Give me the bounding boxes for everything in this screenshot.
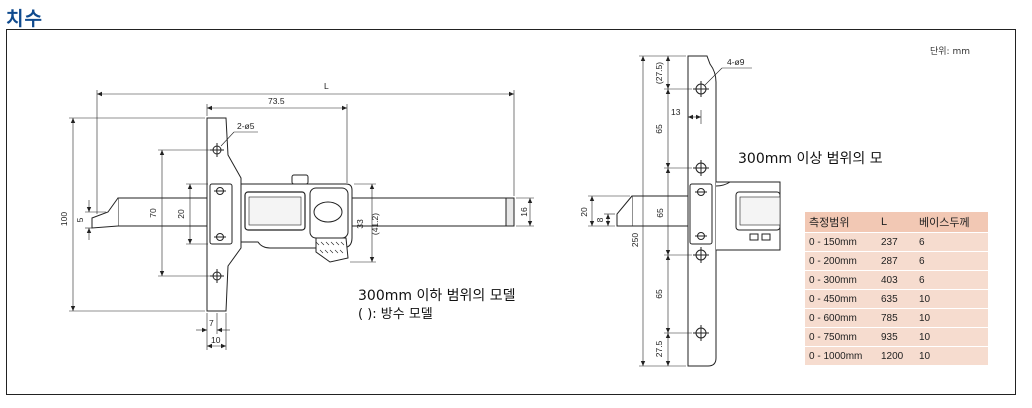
cell-thickness: 6	[915, 251, 988, 271]
right-dimensions	[588, 55, 752, 367]
cell-L: 635	[877, 289, 915, 309]
cell-L: 935	[877, 327, 915, 347]
left-rod-tip	[91, 197, 119, 229]
table-row: 0 - 300mm 403 6	[805, 270, 988, 290]
left-base	[206, 117, 242, 312]
cell-thickness: 10	[915, 308, 988, 328]
cell-L: 403	[877, 270, 915, 290]
page-title: 치수	[6, 8, 43, 30]
table-row: 0 - 600mm 785 10	[805, 308, 988, 328]
dim-20-right: 20	[579, 207, 589, 217]
dim-5: 5	[75, 217, 85, 222]
dim-250: 250	[630, 233, 640, 247]
left-caption-sub: ( ): 방수 모델	[358, 307, 433, 322]
table-row: 0 - 750mm 935 10	[805, 327, 988, 347]
cell-L: 785	[877, 308, 915, 328]
left-dimension-labels: L 73.5 2-ø5 100 5 70 20 33 (41.2) 16 7 1…	[59, 81, 529, 345]
cell-thickness: 10	[915, 289, 988, 309]
dim-41-2: (41.2)	[370, 213, 380, 235]
cell-range: 0 - 450mm	[805, 289, 877, 309]
cell-range: 0 - 600mm	[805, 308, 877, 328]
table-row: 0 - 450mm 635 10	[805, 289, 988, 309]
dim-hole-callout: 2-ø5	[237, 121, 255, 131]
header-base-thickness: 베이스두께	[915, 212, 988, 233]
cell-range: 0 - 200mm	[805, 251, 877, 271]
cell-thickness: 6	[915, 270, 988, 290]
spec-table: 측정범위 L 베이스두께 0 - 150mm 237 6 0 - 200mm 2…	[805, 212, 988, 365]
cell-L: 287	[877, 251, 915, 271]
left-knob	[291, 174, 309, 185]
dim-70: 70	[148, 208, 158, 218]
dim-7: 7	[209, 318, 214, 328]
right-rod-tip	[616, 195, 633, 227]
cell-range: 0 - 150mm	[805, 232, 877, 252]
dim-20: 20	[176, 209, 186, 219]
cell-thickness: 6	[915, 232, 988, 252]
dim-65-top: 65	[654, 124, 664, 134]
dim-L: L	[324, 81, 329, 91]
dim-13: 13	[671, 107, 681, 117]
cell-range: 0 - 1000mm	[805, 346, 877, 365]
dim-65-center: 65	[655, 208, 665, 218]
dim-100: 100	[59, 212, 69, 226]
dim-65-bottom: 65	[654, 289, 664, 299]
right-caption: 300mm 이상 범위의 모	[738, 151, 883, 167]
right-dimension-labels: (27.5) 4-ø9 65 13 20 8 65 250 65 27.5	[579, 57, 745, 357]
cell-range: 0 - 300mm	[805, 270, 877, 290]
cell-L: 237	[877, 232, 915, 252]
spec-table-header: 측정범위 L 베이스두께	[805, 212, 988, 233]
dim-27-5-top: (27.5)	[654, 62, 664, 84]
dim-27-5-bottom: 27.5	[654, 340, 664, 357]
table-row: 0 - 1000mm 1200 10	[805, 346, 988, 365]
dim-hole-callout-right: 4-ø9	[727, 57, 745, 67]
cell-thickness: 10	[915, 327, 988, 347]
dim-33: 33	[355, 219, 365, 229]
left-drawing	[91, 117, 515, 312]
cell-L: 1200	[877, 346, 915, 365]
cell-thickness: 10	[915, 346, 988, 365]
cell-range: 0 - 750mm	[805, 327, 877, 347]
drawing-frame	[6, 29, 1016, 395]
dim-8: 8	[595, 217, 605, 222]
dim-73-5: 73.5	[268, 96, 285, 106]
dim-16: 16	[519, 207, 529, 217]
left-caption: 300mm 이하 범위의 모델	[358, 288, 516, 304]
unit-label: 단위: mm	[930, 47, 970, 57]
table-row: 0 - 200mm 287 6	[805, 251, 988, 271]
left-dimensions	[69, 90, 534, 350]
header-L: L	[877, 212, 915, 233]
dim-10: 10	[211, 335, 221, 345]
header-range: 측정범위	[805, 212, 877, 233]
right-drawing	[616, 55, 781, 367]
table-row: 0 - 150mm 237 6	[805, 232, 988, 252]
